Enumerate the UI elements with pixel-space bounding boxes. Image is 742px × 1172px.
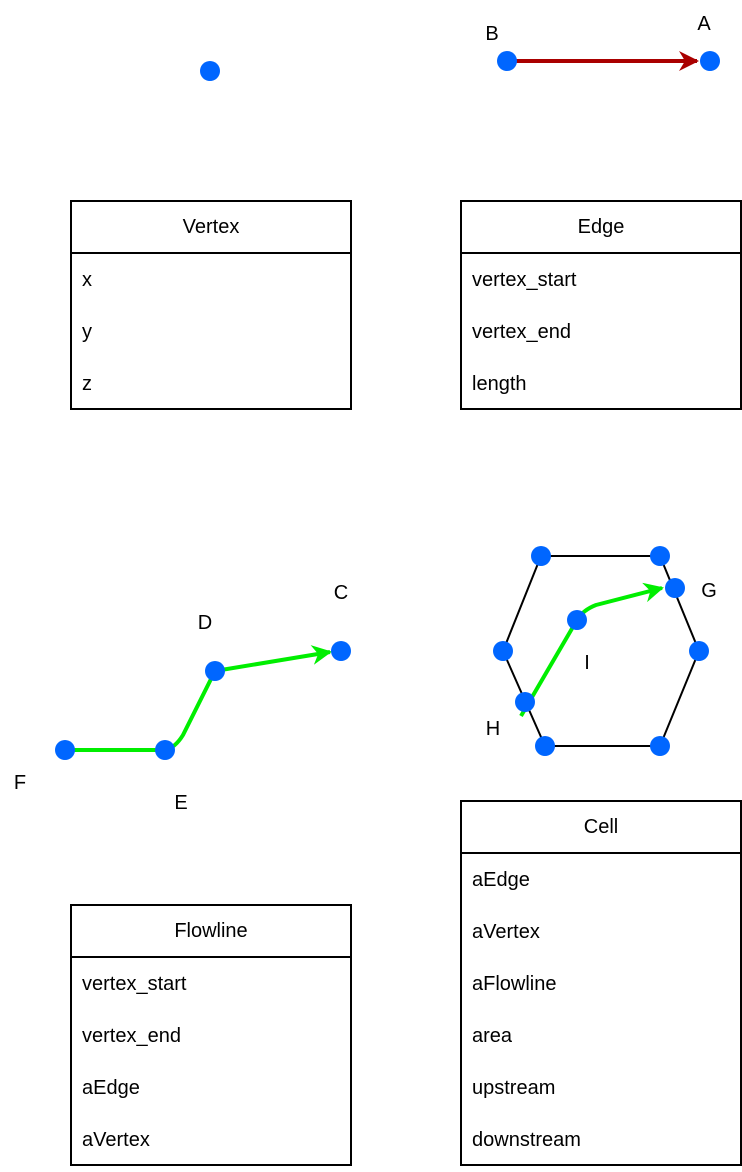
class-field: y xyxy=(82,321,92,343)
class-field: x xyxy=(82,269,92,291)
label-b: B xyxy=(485,23,498,45)
class-field: vertex_end xyxy=(472,321,571,343)
flowline-path xyxy=(65,645,332,752)
flowline-class-box: Flowline vertex_start vertex_end aEdge a… xyxy=(70,904,352,1166)
edge-class-box: Edge vertex_start vertex_end length xyxy=(460,200,742,410)
class-field: vertex_end xyxy=(82,1025,181,1047)
vertex-a-dot xyxy=(700,51,720,71)
label-a: A xyxy=(697,13,711,35)
vertex-example-dot xyxy=(200,61,220,81)
vertex-c-dot xyxy=(331,641,351,661)
label-h: H xyxy=(486,718,500,740)
class-field: downstream xyxy=(472,1129,581,1151)
cell-vertex-dot xyxy=(650,736,670,756)
vertex-i-dot xyxy=(567,610,587,630)
class-title: Edge xyxy=(462,202,740,254)
class-field: vertex_start xyxy=(82,973,187,995)
class-field: z xyxy=(82,373,92,395)
vertex-f-dot xyxy=(55,740,75,760)
class-field: aEdge xyxy=(82,1077,140,1099)
class-title: Flowline xyxy=(72,906,350,958)
vertex-h-dot xyxy=(515,692,535,712)
cell-vertex-dot xyxy=(689,641,709,661)
class-field: aEdge xyxy=(472,869,530,891)
vertex-b-dot xyxy=(497,51,517,71)
class-field: aVertex xyxy=(472,921,540,943)
class-field: aVertex xyxy=(82,1129,150,1151)
vertex-class-box: Vertex x y z xyxy=(70,200,352,410)
label-f: F xyxy=(14,772,26,794)
class-field: area xyxy=(472,1025,513,1047)
cell-vertex-dot xyxy=(535,736,555,756)
class-field: length xyxy=(472,373,527,395)
label-c: C xyxy=(334,582,348,604)
label-d: D xyxy=(198,612,212,634)
cell-flowline-path xyxy=(519,582,664,718)
class-field: aFlowline xyxy=(472,973,557,995)
cell-vertex-dot xyxy=(493,641,513,661)
label-i: I xyxy=(584,652,590,674)
class-title: Cell xyxy=(462,802,740,854)
class-title: Vertex xyxy=(72,202,350,254)
class-field: vertex_start xyxy=(472,269,577,291)
class-field: upstream xyxy=(472,1077,556,1099)
label-e: E xyxy=(174,792,187,814)
label-g: G xyxy=(701,580,717,602)
cell-class-box: Cell aEdge aVertex aFlowline area upstre… xyxy=(460,800,742,1166)
vertex-e-dot xyxy=(155,740,175,760)
cell-vertex-dot xyxy=(531,546,551,566)
cell-vertex-dot xyxy=(650,546,670,566)
vertex-d-dot xyxy=(205,661,225,681)
vertex-g-dot xyxy=(665,578,685,598)
